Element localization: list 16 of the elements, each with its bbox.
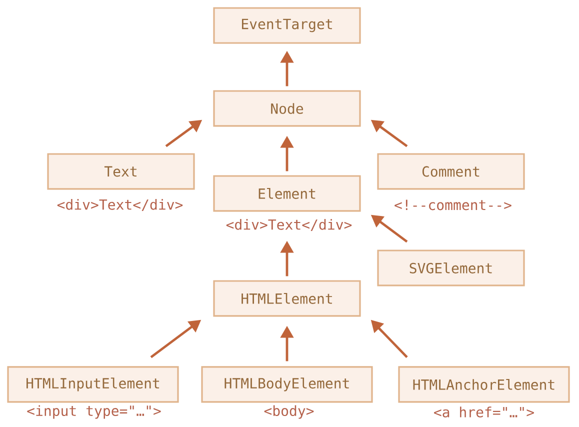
code-caption: <!--comment-->: [394, 200, 512, 210]
class-box: HTMLBodyElement: [201, 366, 373, 403]
code-caption: <div>Text</div>: [57, 199, 183, 211]
class-box: HTMLElement: [213, 280, 361, 317]
class-box: HTMLAnchorElement: [398, 366, 570, 403]
class-box: HTMLInputElement: [7, 366, 179, 403]
code-caption: <input type="…">: [27, 405, 161, 419]
class-box: Element: [213, 175, 361, 212]
code-caption: <div>Text</div>: [226, 219, 352, 231]
class-box: SVGElement: [377, 250, 525, 286]
class-box: Comment: [377, 153, 525, 190]
class-box: Node: [213, 90, 361, 127]
code-caption: <body>: [264, 405, 314, 419]
class-box: Text: [47, 153, 195, 190]
class-box: EventTarget: [213, 7, 361, 44]
code-caption: <a href="…">: [434, 406, 534, 418]
